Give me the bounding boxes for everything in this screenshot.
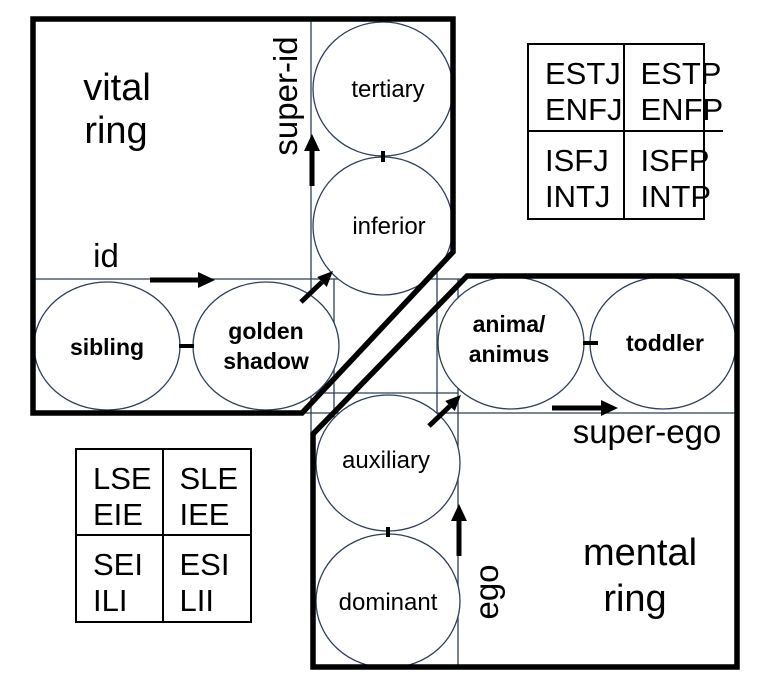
tangent-ticks [179, 151, 598, 537]
type-label: IEE [179, 497, 230, 532]
super-id-arrow [304, 134, 320, 186]
type-label: ILI [93, 582, 128, 618]
diagram-labels: vital ring mental ring id super-id super… [70, 36, 721, 620]
golden-shadow-label-line1: golden [228, 318, 303, 344]
type-label: SEI [93, 546, 143, 582]
type-label: LII [179, 582, 214, 618]
golden-shadow-label-line2: shadow [223, 348, 309, 374]
socionics-cell-bottom-right: ESI LII [164, 536, 251, 622]
type-label: ISFP [640, 142, 710, 178]
mbti-cell-introverted-judging: ISFJ INTJ [529, 131, 625, 218]
mental-ring-label-line2: ring [603, 578, 666, 620]
auxiliary-label: auxiliary [342, 447, 430, 474]
socionics-cell-bottom-left: SEI ILI [77, 535, 164, 621]
type-label: ESI [179, 546, 230, 582]
super-ego-arrow [552, 400, 618, 416]
type-label: INTJ [545, 178, 611, 214]
mbti-cell-extraverted-perceiving: ESTP ENFP [624, 45, 724, 132]
mental-ring-label-line1: mental [583, 532, 697, 574]
type-label: ESTP [640, 56, 722, 91]
function-circles [33, 21, 737, 669]
type-label: INTP [640, 178, 712, 214]
sibling-label: sibling [70, 334, 144, 360]
anima-animus-label-line1: anima/ [473, 311, 546, 337]
type-label: ISFJ [545, 142, 609, 178]
vital-ring-label-line2: ring [84, 110, 147, 152]
mental-ring-outline [310, 273, 740, 670]
auxiliary-to-anima-arrow [427, 395, 461, 428]
type-label: ESTJ [545, 56, 621, 91]
id-axis-label: id [93, 237, 119, 274]
type-label: LSE [93, 461, 152, 496]
super-ego-axis-label: super-ego [573, 413, 722, 450]
socionics-cell-top-right: SLE IEE [163, 450, 250, 536]
flow-arrows [150, 134, 618, 556]
inferior-label: inferior [352, 213, 425, 240]
mbti-cell-introverted-perceiving: ISFP INTP [625, 132, 724, 219]
type-label: SLE [179, 461, 239, 496]
dominant-label: dominant [339, 589, 438, 616]
mbti-types-table: ESTJ ENFJ ESTP ENFP ISFJ INTJ ISFP INTP [527, 43, 724, 220]
toddler-label: toddler [626, 330, 704, 356]
ego-axis-label: ego [468, 564, 505, 619]
id-arrow [150, 272, 215, 288]
golden-shadow-circle [192, 281, 340, 411]
type-label: ENFJ [545, 92, 623, 127]
super-id-axis-label: super-id [267, 36, 304, 155]
type-label: EIE [93, 497, 143, 532]
type-label: ENFP [640, 92, 724, 127]
mbti-cell-extraverted-judging: ESTJ ENFJ [529, 45, 625, 132]
vital-ring-outline [30, 16, 456, 416]
vital-ring-label-line1: vital [83, 67, 151, 109]
socionics-types-table: LSE EIE SLE IEE SEI ILI ESI LII [75, 448, 252, 623]
tertiary-label: tertiary [351, 76, 424, 103]
ego-arrow [451, 504, 467, 556]
anima-animus-label-line2: animus [469, 341, 550, 367]
socionics-cell-top-left: LSE EIE [77, 450, 164, 536]
golden-shadow-to-inferior-arrow [299, 271, 333, 304]
